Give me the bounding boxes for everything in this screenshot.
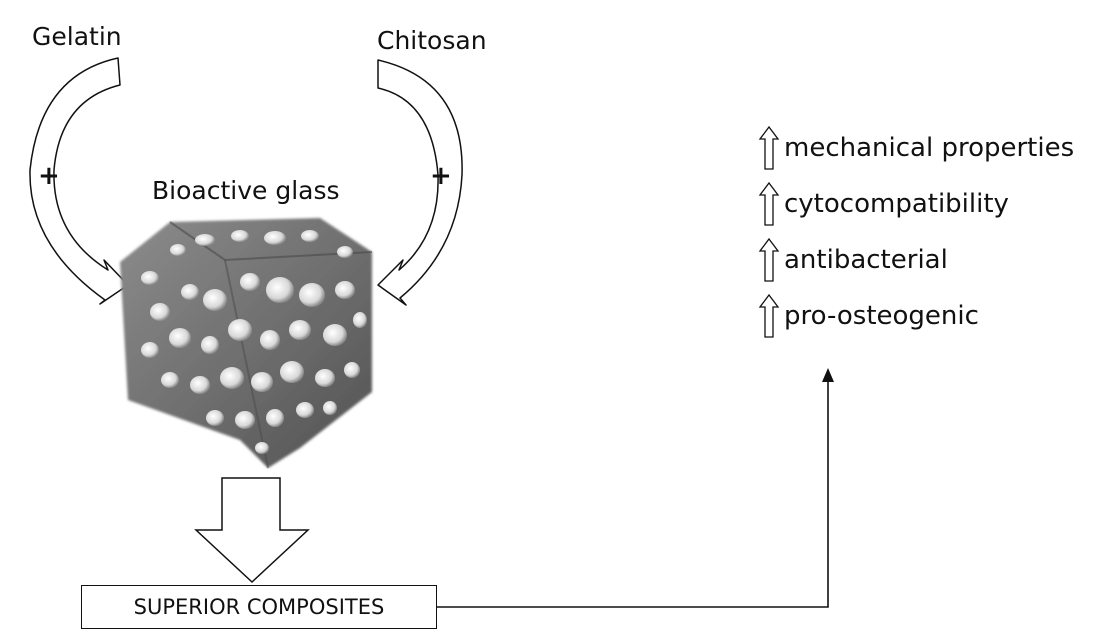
property-list: mechanical properties cytocompatibility … — [758, 120, 1074, 344]
plus-sign-right: + — [430, 161, 452, 191]
bioactive-glass-label: Bioactive glass — [152, 176, 340, 205]
gelatin-curved-arrow — [29, 57, 129, 305]
property-item-antibacterial: antibacterial — [758, 232, 1074, 288]
connector-arrow — [437, 368, 834, 608]
chitosan-label: Chitosan — [377, 26, 487, 55]
hollow-up-arrow-icon — [758, 237, 780, 282]
property-text: pro-osteogenic — [784, 301, 979, 331]
scaffold-pores — [141, 230, 367, 454]
superior-composites-box: SUPERIOR COMPOSITES — [81, 585, 437, 629]
property-item-pro-osteogenic: pro-osteogenic — [758, 288, 1074, 344]
down-block-arrow — [194, 477, 310, 584]
property-text: cytocompatibility — [784, 189, 1009, 219]
property-text: antibacterial — [784, 245, 948, 275]
property-item-mechanical: mechanical properties — [758, 120, 1074, 176]
superior-composites-label: SUPERIOR COMPOSITES — [133, 595, 385, 619]
property-text: mechanical properties — [784, 133, 1075, 163]
hollow-up-arrow-icon — [758, 293, 780, 338]
gelatin-label: Gelatin — [32, 22, 122, 51]
hollow-up-arrow-icon — [758, 181, 780, 226]
bioactive-glass-scaffold-image — [120, 218, 373, 469]
hollow-up-arrow-icon — [758, 125, 780, 170]
chitosan-curved-arrow — [377, 59, 463, 306]
property-item-cytocompatibility: cytocompatibility — [758, 176, 1074, 232]
plus-sign-left: + — [38, 161, 60, 191]
